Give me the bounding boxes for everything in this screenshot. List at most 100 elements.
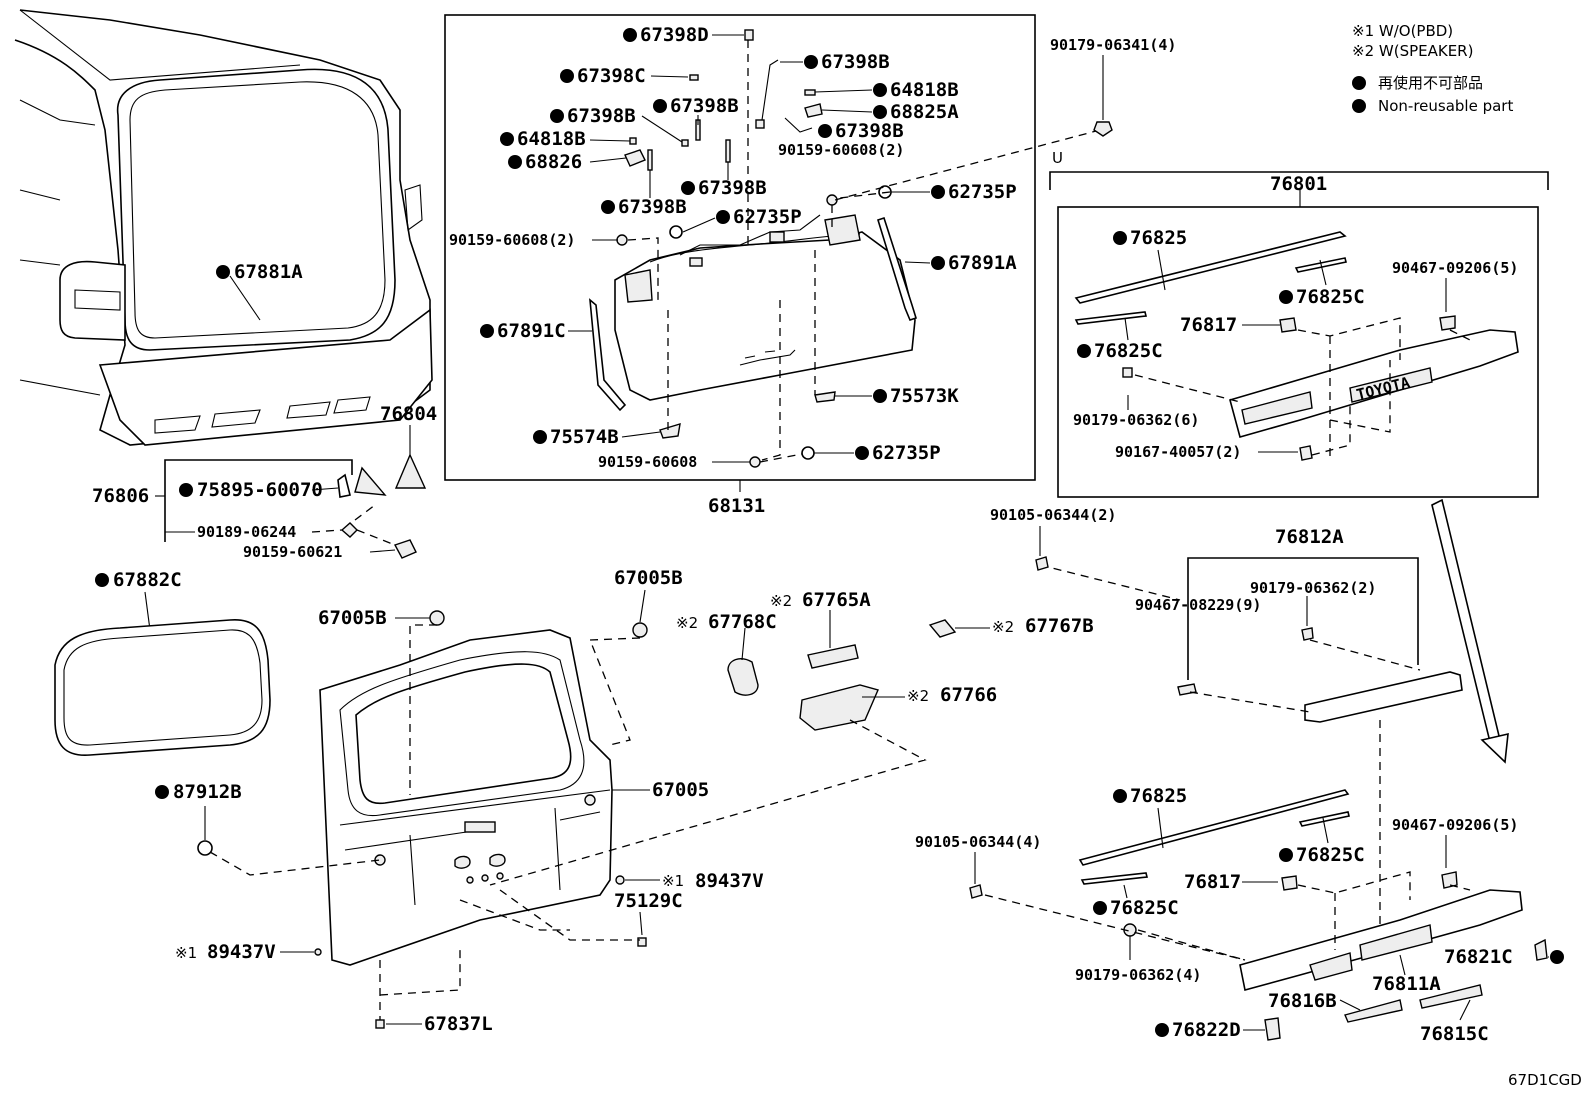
direction-arrow (1431, 498, 1501, 743)
legend-nonreusable-jp: 再使用不可部品 (1378, 74, 1483, 92)
label-75573K: 75573K (890, 385, 959, 407)
label-67398B-a: 67398B (567, 105, 636, 127)
label-90159-60621: 90159-60621 (243, 543, 342, 561)
label-76825C-b: 76825C (1094, 340, 1163, 362)
note-mark-89437V-b: ※1 (175, 944, 197, 962)
label-67398C: 67398C (577, 65, 646, 87)
label-67882C: 67882C (113, 569, 182, 591)
note-mark-67767B: ※2 (992, 618, 1014, 636)
label-76825C-d: 76825C (1110, 897, 1179, 919)
label-67398B-b: 67398B (670, 95, 739, 117)
label-90179-06341: 90179-06341(4) (1050, 36, 1176, 54)
label-67398D: 67398D (640, 24, 709, 46)
back-door-garnish-76811-a: TOYOTA (1229, 329, 1519, 438)
label-67398B-e: 67398B (821, 51, 890, 73)
note-mark-67766: ※2 (907, 687, 929, 705)
label-67398B-d: 67398B (618, 196, 687, 218)
note-mark-67765A: ※2 (770, 592, 792, 610)
label-90179-06362-4: 90179-06362(4) (1075, 966, 1201, 984)
label-75574B: 75574B (550, 426, 619, 448)
label-90167-40057: 90167-40057(2) (1115, 443, 1241, 461)
note-mark-89437V-a: ※1 (662, 872, 684, 890)
label-90105-06344-2: 90105-06344(2) (990, 506, 1116, 524)
label-67881A: 67881A (234, 261, 303, 283)
label-76821C: 76821C (1444, 946, 1513, 968)
moulding-76825-a (1074, 231, 1347, 304)
cushion-87912B (197, 840, 213, 856)
label-67765A: 67765A (802, 589, 871, 611)
label-68825A: 68825A (890, 101, 959, 123)
label-assembly-68131: 68131 (708, 495, 765, 517)
label-89437V-b: 89437V (207, 941, 276, 963)
label-76825-b: 76825 (1130, 785, 1187, 807)
connector-67767B (928, 619, 957, 638)
diagram-code: 67D1CGD (1508, 1071, 1582, 1089)
label-67005B-b: 67005B (614, 567, 683, 589)
label-76817-a: 76817 (1180, 314, 1237, 336)
legend-note-1: ※1 W/O(PBD) (1352, 22, 1453, 40)
label-62735P-c: 62735P (872, 442, 941, 464)
label-89437V-a: 89437V (695, 870, 764, 892)
bracket-67765A (807, 644, 859, 669)
assembly-marker-u: U (1052, 149, 1063, 167)
label-90179-06362-6: 90179-06362(6) (1073, 411, 1199, 429)
legend-nonreusable-en: Non-reusable part (1378, 97, 1513, 115)
cushion-67005B-b (632, 622, 648, 638)
label-67398B-c: 67398B (698, 177, 767, 199)
label-76811A: 76811A (1372, 973, 1441, 995)
label-76822D: 76822D (1172, 1019, 1241, 1041)
label-62735P-a: 62735P (733, 206, 802, 228)
garnish-76812A (1304, 671, 1463, 723)
cushion-67005B-a (429, 610, 445, 626)
label-68826: 68826 (525, 151, 582, 173)
back-door-panel-67005 (319, 629, 613, 966)
bracket-76816B (1344, 999, 1403, 1023)
label-75129C: 75129C (614, 890, 683, 912)
label-87912B: 87912B (173, 781, 242, 803)
label-90467-08229: 90467-08229(9) (1135, 596, 1261, 614)
glass-stop-67891A (877, 216, 917, 321)
back-door-garnish-76811A (1239, 889, 1523, 991)
screw-90179-06341 (1093, 121, 1113, 137)
label-90159-60608: 90159-60608 (598, 453, 697, 471)
spacer-75574B (659, 423, 681, 439)
label-90467-09206-b: 90467-09206(5) (1392, 816, 1518, 834)
label-76816B: 76816B (1268, 990, 1337, 1012)
clip-76821C (1534, 938, 1548, 961)
label-assembly-76801: 76801 (1270, 173, 1327, 195)
moulding-76825-b (1078, 789, 1350, 866)
label-90159-60608-2a: 90159-60608(2) (449, 231, 575, 249)
vehicle-rear-illustration (14, 9, 433, 446)
label-90159-60608-2b: 90159-60608(2) (778, 141, 904, 159)
back-door-glass (614, 214, 916, 401)
label-64818B-a: 64818B (517, 128, 586, 150)
legend-note-2: ※2 W(SPEAKER) (1352, 42, 1473, 60)
label-90467-09206-a: 90467-09206(5) (1392, 259, 1518, 277)
label-67891A: 67891A (948, 252, 1017, 274)
label-67837L: 67837L (424, 1013, 493, 1035)
label-90189-06244: 90189-06244 (197, 523, 296, 541)
weatherstrip-67882C (54, 619, 271, 756)
note-mark-67768C: ※2 (676, 614, 698, 632)
label-67398B-f: 67398B (835, 120, 904, 142)
label-67767B: 67767B (1025, 615, 1094, 637)
label-90179-06362-2: 90179-06362(2) (1250, 579, 1376, 597)
label-62735P-b: 62735P (948, 181, 1017, 203)
label-67768C: 67768C (708, 611, 777, 633)
label-67005: 67005 (652, 779, 709, 801)
label-90105-06344-4: 90105-06344(4) (915, 833, 1041, 851)
glass-stop-67891C (589, 298, 627, 412)
cover-76804 (394, 453, 427, 489)
label-67766: 67766 (940, 684, 997, 706)
label-67005B-a: 67005B (318, 607, 387, 629)
spacer-75573K (814, 391, 836, 403)
bracket-76815C (1419, 984, 1483, 1009)
label-76817-b: 76817 (1184, 871, 1241, 893)
label-64818B-b: 64818B (890, 79, 959, 101)
clip-76822D (1264, 1017, 1281, 1041)
label-76806: 76806 (92, 485, 149, 507)
label-76812A: 76812A (1275, 526, 1344, 548)
label-76825C-a: 76825C (1296, 286, 1365, 308)
label-76815C: 76815C (1420, 1023, 1489, 1045)
label-76825-a: 76825 (1130, 227, 1187, 249)
